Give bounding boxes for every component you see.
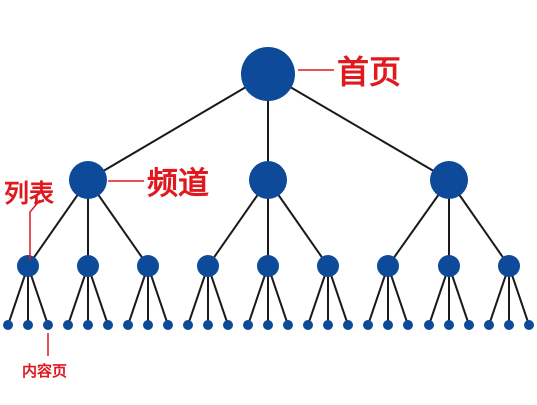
list-label: 列表: [4, 179, 55, 208]
content-node: [43, 320, 53, 330]
channel-node: [430, 161, 468, 199]
content-node: [83, 320, 93, 330]
channel-node: [69, 161, 107, 199]
list-node: [317, 255, 339, 277]
content-node: [163, 320, 173, 330]
content-node: [283, 320, 293, 330]
list-node: [77, 255, 99, 277]
content-node: [223, 320, 233, 330]
content-node: [303, 320, 313, 330]
content-node: [524, 320, 534, 330]
content-node: [103, 320, 113, 330]
list-node: [257, 255, 279, 277]
tree-edge: [267, 73, 450, 181]
content-node: [323, 320, 333, 330]
content-node: [383, 320, 393, 330]
list-leader-line: [29, 199, 41, 260]
content-node: [143, 320, 153, 330]
content-node: [263, 320, 273, 330]
content-node: [63, 320, 73, 330]
home-label: 首页: [337, 53, 401, 91]
content-node: [183, 320, 193, 330]
list-node: [137, 255, 159, 277]
label-leader-lines: [29, 69, 334, 356]
content-node: [504, 320, 514, 330]
content-node: [444, 320, 454, 330]
home-node: [241, 47, 295, 101]
tree-nodes: [3, 47, 534, 330]
channel-node: [249, 161, 287, 199]
list-node: [17, 255, 39, 277]
list-node: [498, 255, 520, 277]
content-node: [363, 320, 373, 330]
content-node: [403, 320, 413, 330]
content-node: [484, 320, 494, 330]
content-node: [424, 320, 434, 330]
content-node: [203, 320, 213, 330]
channel-label: 频道: [147, 166, 209, 202]
content-node: [343, 320, 353, 330]
list-node: [438, 255, 460, 277]
content-node: [123, 320, 133, 330]
content-node: [243, 320, 253, 330]
tree-edge: [87, 73, 269, 181]
content-node: [23, 320, 33, 330]
content-page-label: 内容页: [22, 362, 67, 380]
content-node: [464, 320, 474, 330]
content-node: [3, 320, 13, 330]
list-node: [377, 255, 399, 277]
tree-edges: [7, 73, 530, 326]
list-node: [197, 255, 219, 277]
